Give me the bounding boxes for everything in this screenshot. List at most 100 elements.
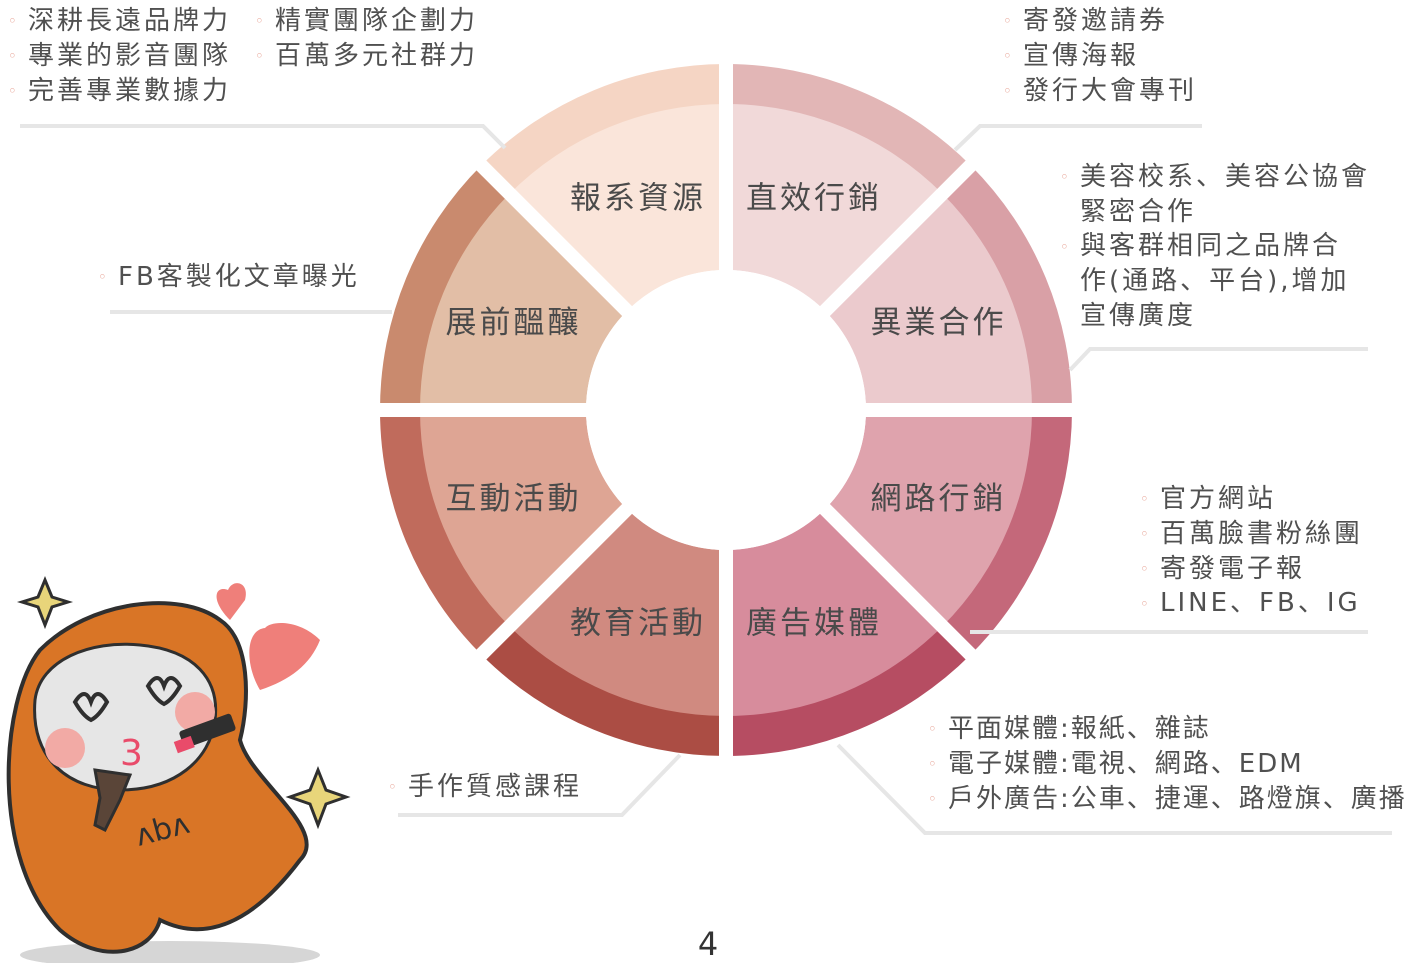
mascot-brush — [93, 768, 133, 833]
list-item: ◦電子媒體:電視、網路、EDM — [928, 747, 1407, 782]
note-text: 戶外廣告:公車、捷運、路燈旗、廣播 — [948, 783, 1407, 814]
segment-inner-band — [824, 193, 1032, 410]
note-text: 精實團隊企劃力 — [275, 6, 479, 36]
wheel-center — [586, 270, 866, 550]
bullet-icon: ◦ — [1140, 525, 1152, 543]
bullet-icon: ◦ — [1003, 12, 1015, 31]
heart-large-icon — [249, 623, 320, 690]
segment-inner-band — [726, 508, 943, 716]
mascot-eye-left — [72, 692, 110, 723]
list-item: ◦寄發電子報 — [1140, 552, 1363, 587]
note-text: 百萬多元社群力 — [275, 40, 479, 71]
segment-separator — [473, 501, 635, 663]
list-item: ◦ 寄發邀請券 — [1003, 4, 1197, 39]
segment-separator — [473, 157, 635, 319]
bullet-icon: ◦ — [1140, 594, 1152, 613]
list-item: ◦平面媒體:報紙、雜誌 — [928, 712, 1407, 747]
segment-outer-band — [941, 165, 1072, 410]
note-direct: ◦ 寄發邀請券 ◦ 宣傳海報 ◦ 發行大會專刊 — [1003, 4, 1197, 108]
connector-direct — [953, 124, 1202, 152]
wheel-segment — [824, 165, 1072, 410]
bullet-icon: ◦ — [928, 789, 939, 808]
segment-outer-band — [726, 625, 971, 756]
segment-label: 報系資源 — [570, 181, 706, 217]
mascot-lipstick — [179, 713, 236, 748]
note-online: ◦ 官方網站 ◦ 百萬臉書粉絲團 ◦寄發電子報 ◦ LINE、FB、IG — [1140, 482, 1363, 621]
mascot: 3 ʌbʌ — [6, 601, 320, 963]
segment-inner-band — [726, 104, 943, 312]
segment-inner-band — [420, 410, 628, 627]
note-education: ◦手作質感課程 — [388, 770, 582, 805]
bullet-icon: ◦ — [98, 268, 110, 287]
bullet-icon: ◦ — [255, 47, 267, 65]
wheel-segment — [824, 410, 1072, 655]
wheel-segment — [481, 64, 726, 312]
note-prelude: ◦ FB客製化文章曝光 — [98, 260, 360, 295]
note-crossover: ◦美容校系、美容公協會 緊密合作 ◦與客群相同之品牌合 作(通路、平台),增加 … — [1060, 160, 1370, 333]
list-item: ◦ 精實團隊企劃力 — [255, 4, 478, 39]
bullet-icon: ◦ — [8, 81, 20, 100]
bullet-icon: ◦ — [1060, 168, 1072, 187]
segment-label: 直效行銷 — [746, 181, 882, 217]
note-resources-col2: ◦ 精實團隊企劃力 ◦ 百萬多元社群力 — [255, 4, 478, 74]
note-text: 完善專業數據力 — [28, 75, 232, 106]
segment-label: 網路行銷 — [870, 481, 1006, 517]
note-media: ◦平面媒體:報紙、雜誌 ◦電子媒體:電視、網路、EDM ◦ 戶外廣告:公車、捷運、… — [928, 712, 1407, 816]
note-text: 寄發電子報 — [1160, 553, 1306, 584]
bullet-icon: ◦ — [8, 12, 20, 31]
segment-outer-band — [481, 625, 726, 756]
bullet-icon: ◦ — [1003, 47, 1015, 65]
bullet-icon: ◦ — [1060, 237, 1072, 256]
bullet-icon: ◦ — [8, 47, 20, 65]
note-text: 與客群相同之品牌合 — [1080, 231, 1342, 262]
segment-inner-band — [824, 410, 1032, 627]
bullet-icon: ◦ — [255, 12, 267, 31]
note-text: 官方網站 — [1160, 484, 1277, 514]
mascot-cheek-left — [45, 728, 85, 768]
connector-resources — [20, 124, 507, 150]
note-text: 緊密合作 — [1080, 196, 1197, 227]
wheel-segment — [726, 508, 971, 756]
note-text: LINE、FB、IG — [1160, 588, 1361, 619]
note-text: 深耕長遠品牌力 — [28, 6, 232, 36]
list-item: ◦ 深耕長遠品牌力 — [8, 4, 231, 39]
connector-lines — [20, 124, 1392, 835]
heart-small-icon — [216, 583, 246, 620]
segment-inner-band — [509, 508, 726, 716]
note-text: FB客製化文章曝光 — [118, 262, 360, 292]
note-text: 寄發邀請券 — [1023, 6, 1169, 36]
hearts — [216, 583, 320, 690]
segment-outer-band — [380, 410, 511, 655]
list-item: ◦手作質感課程 — [388, 770, 582, 805]
list-item: ◦ FB客製化文章曝光 — [98, 260, 360, 295]
note-resources-col1: ◦深耕長遠品牌力 ◦專業的影音團隊 ◦完善專業數據力 — [8, 4, 231, 108]
page-number: 4 — [697, 925, 719, 963]
connector-education — [398, 753, 682, 817]
connector-media — [836, 743, 1392, 835]
note-text: 發行大會專刊 — [1023, 75, 1198, 106]
segment-inner-band — [420, 193, 628, 410]
segment-label: 展前醞釀 — [446, 305, 582, 341]
list-item: ◦ 完善專業數據力 — [8, 74, 231, 109]
list-item: ◦ LINE、FB、IG — [1140, 586, 1363, 621]
wheel-segment — [380, 410, 628, 655]
note-text: 宣傳海報 — [1023, 40, 1140, 71]
bullet-icon: ◦ — [928, 755, 939, 773]
note-text: 百萬臉書粉絲團 — [1160, 518, 1364, 549]
list-item: ◦ 宣傳海報 — [1003, 39, 1197, 74]
wheel-segment — [481, 508, 726, 756]
segment-outer-band — [726, 64, 971, 195]
sparkle-top-icon — [16, 576, 74, 630]
wheel-segment — [726, 64, 971, 312]
sparkles — [16, 576, 351, 830]
segment-outer-band — [380, 165, 511, 410]
list-item: ◦ 戶外廣告:公車、捷運、路燈旗、廣播 — [928, 782, 1407, 817]
mascot-lipstick-tip — [173, 735, 195, 754]
list-item: ◦ 百萬多元社群力 — [255, 39, 478, 74]
connector-crossover — [1068, 347, 1368, 372]
bullet-icon: ◦ — [1140, 490, 1152, 509]
wheel-segment — [380, 165, 628, 410]
note-text: 手作質感課程 — [408, 772, 583, 802]
